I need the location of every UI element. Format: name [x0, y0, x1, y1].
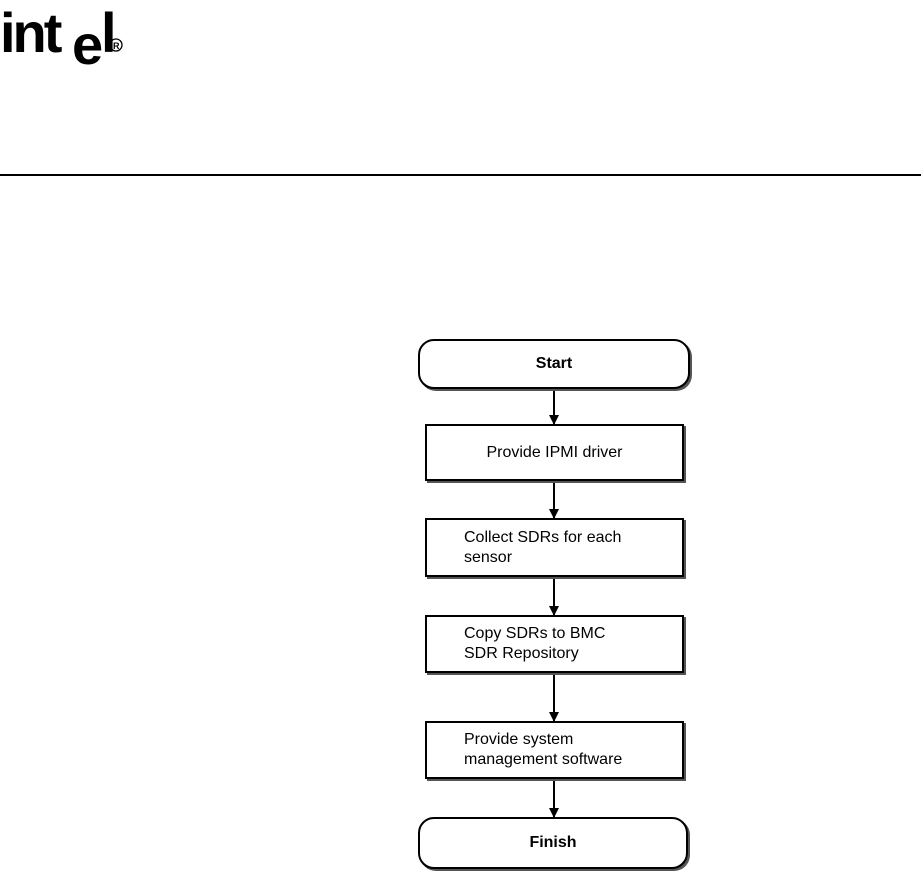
svg-text:int: int [0, 1, 62, 64]
header-rule [0, 174, 921, 176]
svg-text:l: l [101, 1, 117, 64]
start-label: Start [535, 355, 573, 372]
finish-label: Finish [529, 834, 577, 851]
step-provide-ipmi-driver: Provide IPMI driver [425, 424, 684, 481]
step-copy-sdrs: Copy SDRs to BMC SDR Repository [425, 615, 684, 673]
step-label: Copy SDRs to BMC SDR Repository [464, 625, 606, 662]
step-provide-management-software: Provide system management software [425, 721, 684, 779]
step-label: Provide system management software [464, 731, 623, 768]
step-label: Collect SDRs for each sensor [464, 528, 622, 566]
intel-logo: int e l R [0, 0, 140, 70]
svg-text:e: e [72, 13, 103, 70]
start-node: Start [418, 339, 690, 389]
step-label: Provide IPMI driver [486, 443, 623, 461]
finish-node: Finish [418, 817, 688, 869]
step-collect-sdrs: Collect SDRs for each sensor [425, 518, 684, 577]
svg-text:R: R [113, 41, 120, 51]
